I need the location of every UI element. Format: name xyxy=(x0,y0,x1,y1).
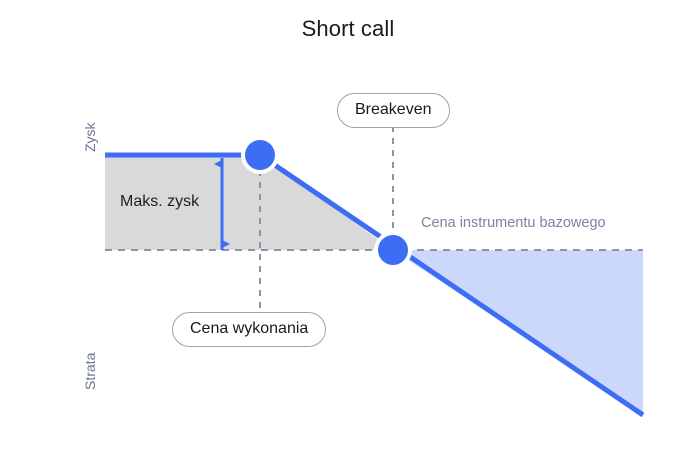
strike-price-callout-pill[interactable]: Cena wykonania xyxy=(172,312,327,347)
y-axis-label-loss: Strata xyxy=(82,352,98,390)
y-axis-label-profit: Zysk xyxy=(82,122,98,152)
max-profit-label: Maks. zysk xyxy=(120,193,200,210)
profit-region-fill xyxy=(105,155,393,250)
breakeven-callout-pill[interactable]: Breakeven xyxy=(337,93,450,128)
breakeven-point-marker[interactable] xyxy=(378,235,408,265)
chart-title: Short call xyxy=(301,16,395,41)
strike-point-marker[interactable] xyxy=(245,140,275,170)
x-axis-label: Cena instrumentu bazowego xyxy=(421,215,606,231)
